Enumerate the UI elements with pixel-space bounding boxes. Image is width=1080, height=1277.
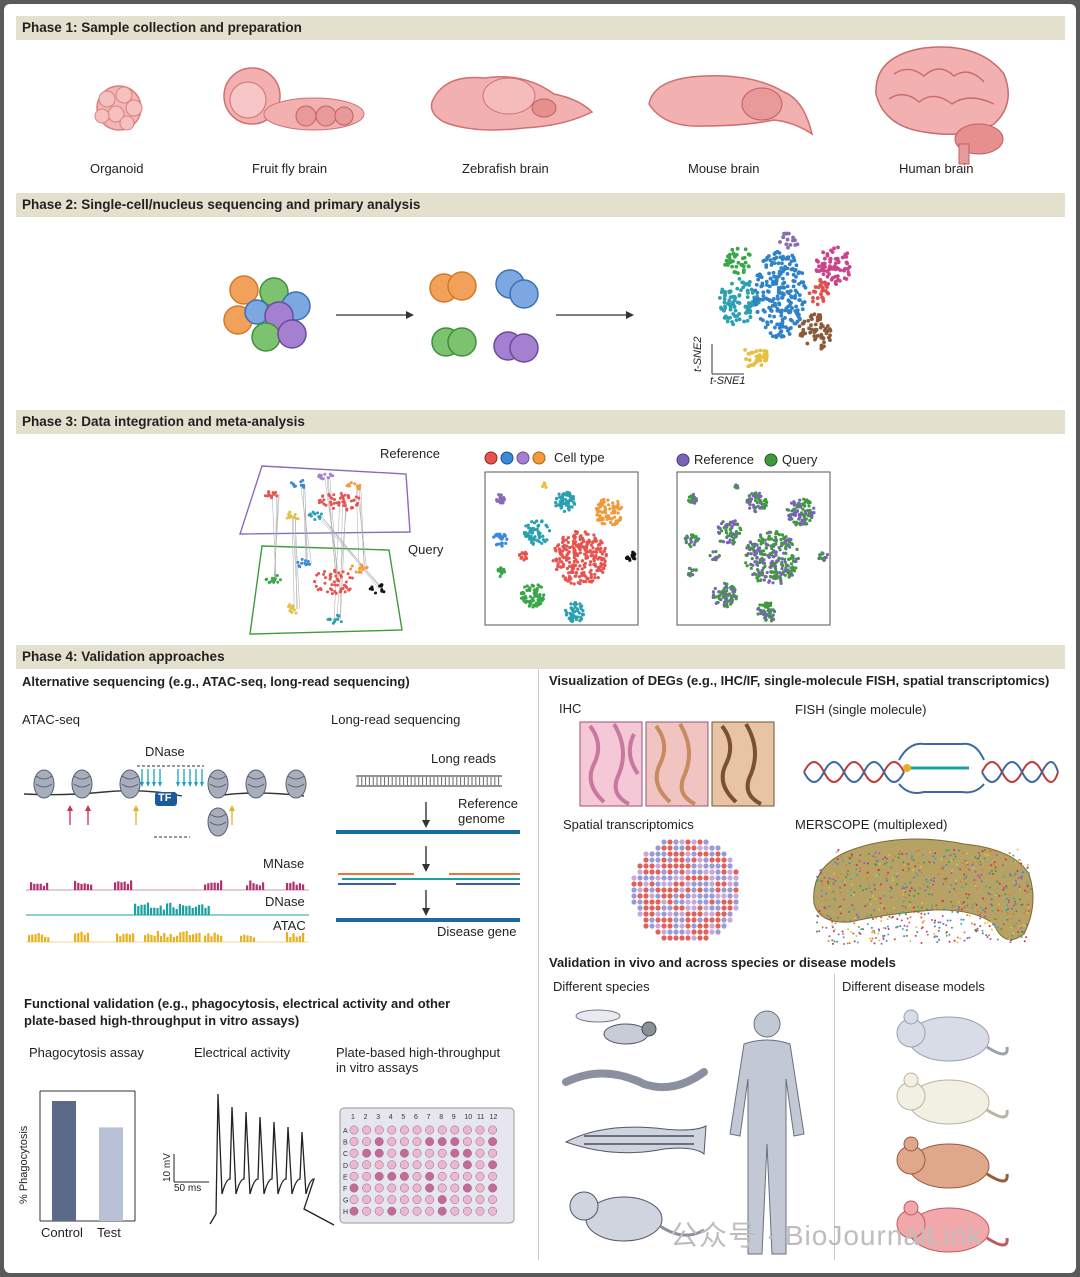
disease-mouse-3 xyxy=(897,1137,1007,1188)
disease-mouse-2 xyxy=(897,1073,1007,1124)
invivo-illustration xyxy=(4,4,1076,1273)
zebrafish-icon xyxy=(566,1126,706,1154)
watermark: 公众号 · BioJournalLink xyxy=(670,1214,983,1254)
disease-mouse-1 xyxy=(897,1010,1007,1061)
worm-icon xyxy=(566,1072,704,1087)
figure-frame: Phase 1: Sample collection and preparati… xyxy=(4,4,1076,1273)
fly-icon xyxy=(576,1010,656,1044)
